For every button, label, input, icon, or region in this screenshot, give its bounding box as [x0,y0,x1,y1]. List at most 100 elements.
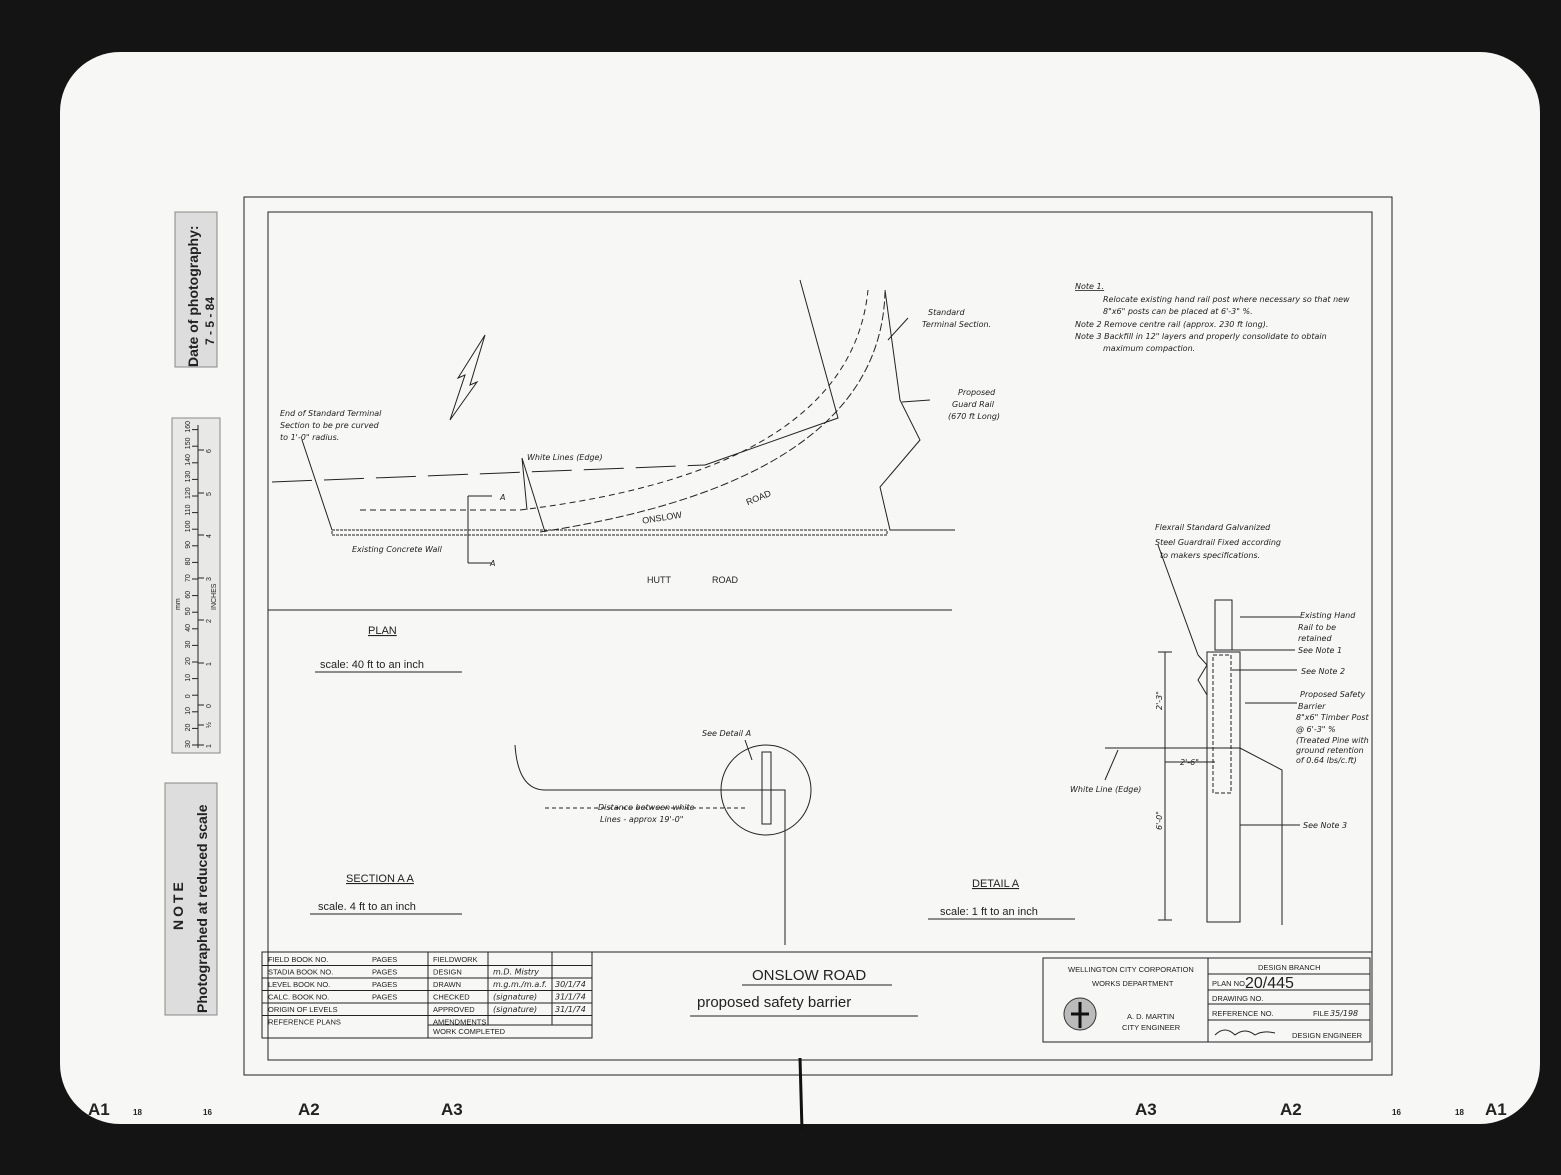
annotation: See Note 1 [1298,646,1342,655]
detail-a-callout [720,744,812,836]
sheet-edge-mark: A1 [1485,1100,1507,1119]
road-name: ROAD [712,575,739,585]
file-no: 35/198 [1330,1009,1358,1018]
row-label: STADIA BOOK NO. [268,968,333,977]
ruler-mm-tick: 100 [185,520,192,532]
annotation: Standard [928,308,965,317]
ruler-mm-tick: 90 [185,541,192,549]
ruler-mm-tick: 10 [185,674,192,682]
section-mark: A [489,559,495,568]
section-profile [514,744,786,945]
road-centre-line [360,289,869,511]
plan-title: PLAN [368,625,397,637]
row-date: 31/1/74 [555,1005,586,1014]
row-date: 30/1/74 [555,980,586,989]
ruler-mm-label: mm [175,598,182,610]
annotation: White Line (Edge) [1070,785,1141,794]
row-role: FIELDWORK [433,955,478,964]
annotation: Terminal Section. [922,320,991,329]
road-name: HUTT [647,575,671,585]
row-role: DESIGN [433,968,462,977]
existing-concrete-wall [331,529,888,536]
ruler-mm-tick: 120 [185,487,192,499]
book-table [261,951,593,1039]
sheet-edge-mark: 16 [1392,1108,1401,1117]
book-row: ORIGIN OF LEVELS APPROVED (signature) 31/1/… [268,1005,586,1014]
existing-hand-rail-post [1214,599,1233,651]
annotation: Proposed [958,388,996,397]
ground-line [1105,747,1283,925]
ruler-inch-tick: 3 [206,577,213,581]
inner-border [267,211,1373,1061]
note-1-line: Relocate existing hand rail post where n… [1103,295,1350,304]
annotation: Steel Guardrail Fixed according [1155,538,1281,547]
note-2: Note 2 Remove centre rail (approx. 230 f… [1075,320,1268,329]
section-title: SECTION A A [346,873,415,885]
north-arrow-icon [449,334,486,421]
ruler-inches-label: INCHES [211,583,218,610]
row-name: (signature) [493,1005,537,1014]
design-engineer-label: DESIGN ENGINEER [1292,1031,1363,1040]
drawing-no-label: DRAWING NO. [1212,994,1263,1003]
sheet-edge-mark: A1 [88,1100,110,1119]
annotation: Section to be pre curved [280,421,380,430]
dimension-lines [1158,651,1215,921]
post [761,751,772,825]
annotation: End of Standard Terminal [280,409,382,418]
detail-title: DETAIL A [972,878,1020,890]
ruler-inch-tick: 1 [206,662,213,666]
ruler-mm-tick: 50 [185,607,192,615]
sheet [60,52,1540,1124]
general-notes: Note 1. Relocate existing hand rail post… [1075,282,1350,353]
annotation: See Note 3 [1303,821,1347,830]
ruler-mm-tick: 150 [185,437,192,449]
annotation: Proposed Safety [1300,690,1366,699]
annotation: Existing Concrete Wall [352,545,443,554]
file-label: FILE [1313,1009,1329,1018]
row-name: m.D. Mistry [493,968,539,977]
annotation: @ 6'-3" % [1296,725,1336,734]
ruler-mm-tick: 0 [185,694,192,698]
ruler-mm-tick: 10 [185,707,192,715]
sheet-edge-mark: 18 [1455,1108,1464,1117]
row-role: APPROVED [433,1005,475,1014]
design-branch: DESIGN BRANCH [1258,963,1321,972]
annotation: of 0.64 lbs/c.ft) [1296,756,1357,765]
photo-date: 7 - 5 - 84 [203,297,217,345]
annotation: Guard Rail [952,400,995,409]
row-pages: PAGES [372,993,397,1002]
guardrail-profile [1197,654,1208,696]
plan-no-label: PLAN NO. [1212,979,1247,988]
annotation: to makers specifications. [1160,551,1260,560]
ruler-mm-tick: 160 [185,421,192,433]
note-text: Photographed at reduced scale [194,804,210,1013]
photo-date-stamp: Date of photography: 7 - 5 - 84 [174,211,218,368]
engineer-title: CITY ENGINEER [1122,1023,1181,1032]
note-1-line: 8"x6" posts can be placed at 6'-3" %. [1103,307,1253,316]
post-embed [1212,654,1232,794]
engineer-name: A. D. MARTIN [1127,1012,1174,1021]
plan-no: 20/445 [1245,975,1294,992]
road-edge [879,289,955,531]
section-aa: See Detail A Distance between white Line… [310,729,812,945]
ruler-mm-tick: 80 [185,558,192,566]
annotation: See Detail A [702,729,751,738]
ruler-mm-tick: 60 [185,591,192,599]
signature [1214,1029,1276,1036]
annotation: White Lines (Edge) [527,453,603,462]
sheet-edge-mark: A3 [441,1100,463,1119]
ruler-inch-tick: 0 [206,704,213,708]
ruler-mm-tick: 70 [185,574,192,582]
section-scale: scale. 4 ft to an inch [318,901,416,913]
row-label: FIELD BOOK NO. [268,955,328,964]
dimension-label: 2'-6" [1180,758,1199,767]
row-label: LEVEL BOOK NO. [268,980,330,989]
ruler-mm-tick: 20 [185,724,192,732]
row-label: ORIGIN OF LEVELS [268,1005,338,1014]
ruler-mm-tick: 40 [185,624,192,632]
project-title: ONSLOW ROAD [752,967,866,984]
